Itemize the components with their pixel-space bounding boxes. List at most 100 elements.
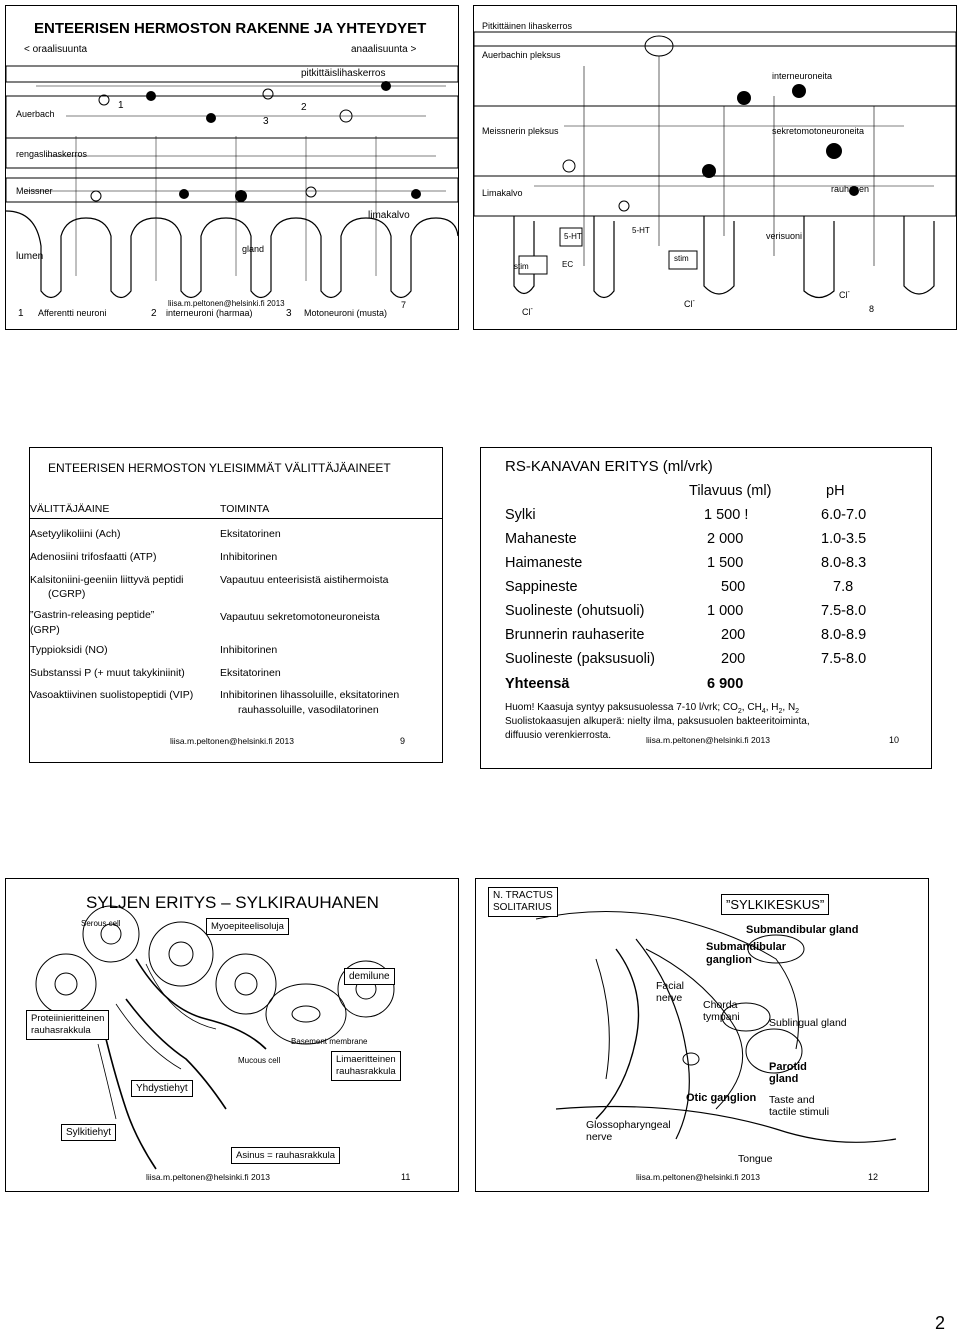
table-cell-substance: Vasoaktiivinen suolistopeptidi (VIP): [30, 689, 194, 701]
taste-stimuli-label: Taste and tactile stimuli: [769, 1094, 830, 1118]
table-cell-function: Eksitatorinen: [220, 667, 281, 679]
gland-label: rauhanen: [831, 184, 870, 194]
table-cell-substance-cont: (CGRP): [48, 588, 86, 600]
mucosa-label: limakalvo: [368, 210, 410, 221]
stim-label-2: stim: [674, 254, 689, 263]
row-volume: 1 000: [707, 603, 744, 619]
table-header-substance: VÄLITTÄJÄAINE: [30, 503, 110, 515]
row-name: Suolineste (paksusuoli): [505, 651, 655, 667]
salivary-gland-diagram: [35, 905, 395, 1170]
chloride-label-2: Cl-: [684, 298, 695, 309]
row-name: Brunnerin rauhaserite: [505, 627, 645, 643]
author-footer: liisa.m.peltonen@helsinki.fi 2013: [146, 1172, 270, 1182]
table-cell-function: Inhibitorinen: [220, 644, 278, 656]
legend-motoneuron: Motoneuroni (musta): [304, 308, 388, 318]
neuron-number-3: 3: [263, 116, 269, 127]
slide-title: ENTEERISEN HERMOSTON RAKENNE JA YHTEYDYE…: [34, 20, 427, 37]
row-ph: 1.0-3.5: [821, 531, 867, 547]
row-name: Haimaneste: [505, 555, 583, 571]
ec-label: EC: [562, 260, 574, 269]
row-volume: 2 000: [707, 531, 744, 547]
header-volume: Tilavuus (ml): [689, 483, 772, 499]
author-footer: liisa.m.peltonen@helsinki.fi 2013: [168, 299, 285, 308]
neuron-number-2: 2: [301, 102, 307, 113]
interneurons-label: interneuroneita: [772, 71, 833, 81]
table-header-function: TOIMINTA: [220, 503, 270, 515]
row-volume: 200: [721, 651, 746, 667]
anal-direction-label: anaalisuunta >: [351, 44, 417, 55]
row-ph: 8.0-8.9: [821, 627, 867, 643]
gas-origin-note-cont: diffuusio verenkierrosta.: [505, 730, 611, 741]
table-cell-substance: Substanssi P (+ muut takykiniinit): [30, 667, 185, 679]
legend-number-2: 2: [151, 308, 157, 319]
row-volume: 1 500 !: [704, 507, 749, 523]
legend-interneuron: interneuroni (harmaa): [166, 308, 253, 318]
author-footer: liisa.m.peltonen@helsinki.fi 2013: [646, 735, 770, 745]
row-ph: 7.8: [833, 579, 854, 595]
row-volume: 500: [721, 579, 746, 595]
slide-page-number: 11: [401, 1172, 411, 1182]
slide-12: N. TRACTUS SOLITARIUS ”SYLKIKESKUS” Subm…: [475, 878, 929, 1192]
slide-title: RS-KANAVAN ERITYS (ml/vrk): [505, 458, 713, 475]
slide-title: SYLJEN ERITYS – SYLKIRAUHANEN: [86, 893, 379, 912]
slide-10: RS-KANAVAN ERITYS (ml/vrk) Tilavuus (ml)…: [480, 447, 932, 769]
plexus-diagram: [474, 31, 956, 299]
total-label: Yhteensä: [505, 676, 570, 692]
table-cell-function: Inhibitorinen: [220, 551, 278, 563]
mucosa-label: Limakalvo: [482, 188, 523, 198]
meissner-plexus-label: Meissnerin pleksus: [482, 126, 559, 136]
row-name: Suolineste (ohutsuoli): [505, 603, 645, 619]
gland-label: gland: [242, 244, 265, 254]
row-ph: 7.5-8.0: [821, 651, 867, 667]
auerbach-plexus-label: Auerbachin pleksus: [482, 50, 561, 60]
table-cell-substance-cont: (GRP): [30, 624, 60, 636]
row-ph: 7.5-8.0: [821, 603, 867, 619]
total-value: 6 900: [707, 676, 744, 692]
auerbach-label: Auerbach: [16, 109, 55, 119]
table-cell-substance: Kalsitoniini-geeniin liittyvä peptidi: [30, 574, 184, 586]
row-volume: 1 500: [707, 555, 744, 571]
ht5-label-1: 5-HT: [564, 232, 582, 241]
longitudinal-muscle-label: Pitkittäinen lihaskerros: [482, 21, 573, 31]
protein-acinus-label: Proteiinieritteinen rauhasrakkula: [26, 1010, 110, 1040]
header-ph: pH: [826, 483, 845, 499]
facial-nerve-label: Facial nerve: [656, 980, 685, 1004]
tongue-label: Tongue: [738, 1153, 773, 1165]
acinus-definition-label: Asinus = rauhasrakkula: [231, 1147, 341, 1164]
table-cell-function: Vapautuu sekretomotoneuroneista: [220, 611, 380, 623]
oral-direction-label: < oraalisuunta: [24, 44, 88, 55]
gas-note: Huom! Kaasuja syntyy paksusuolessa 7-10 …: [505, 702, 800, 715]
slide-11: SYLJEN ERITYS – SYLKIRAUHANEN Serous cel…: [5, 878, 459, 1192]
submandibular-gland-label: Submandibular gland: [746, 924, 859, 936]
row-volume: 200: [721, 627, 746, 643]
row-name: Mahaneste: [505, 531, 577, 547]
lumen-label: lumen: [16, 251, 44, 262]
slide-page-number: 9: [400, 736, 406, 746]
legend-number-3: 3: [286, 308, 292, 319]
slide-page-number: 7: [401, 300, 407, 310]
slide-7: ENTEERISEN HERMOSTON RAKENNE JA YHTEYDYE…: [5, 5, 459, 330]
salivary-innervation-diagram: [535, 911, 897, 1143]
stim-label-1: stim: [514, 262, 529, 271]
table-cell-substance: Typpioksidi (NO): [30, 644, 108, 656]
neuron-number-1: 1: [118, 100, 124, 111]
serous-cell-label: Serous cell: [81, 919, 121, 928]
legend-number-1: 1: [18, 308, 24, 319]
chorda-tympani-label: Chorda tympani: [703, 999, 740, 1023]
slide-8: Pitkittäinen lihaskerros Auerbachin plek…: [473, 5, 957, 330]
nucleus-tractus-solitarius-box: N. TRACTUS SOLITARIUS: [488, 887, 558, 917]
author-footer: liisa.m.peltonen@helsinki.fi 2013: [636, 1172, 760, 1182]
table-cell-function-cont: rauhassoluille, vasodilatorinen: [238, 704, 379, 716]
slide-title: ENTEERISEN HERMOSTON YLEISIMMÄT VÄLITTÄJ…: [48, 461, 391, 475]
submandibular-ganglion-label: Submandibular ganglion: [706, 941, 787, 966]
table-cell-function: Eksitatorinen: [220, 528, 281, 540]
mucous-cell-label: Mucous cell: [238, 1056, 281, 1065]
legend-afferent: Afferentti neuroni: [38, 308, 107, 318]
row-name: Sylki: [505, 507, 536, 523]
chloride-label-3: Cl-: [839, 289, 850, 300]
gas-origin-note: Suolistokaasujen alkuperä: nielty ilma, …: [505, 716, 810, 727]
table-cell-substance: ”Gastrin-releasing peptide”: [30, 609, 155, 621]
myoepithelial-label: Myoepiteelisoluja: [206, 918, 289, 935]
ht5-label-2: 5-HT: [632, 226, 650, 235]
salivary-duct-label: Sylkitiehyt: [61, 1124, 117, 1141]
